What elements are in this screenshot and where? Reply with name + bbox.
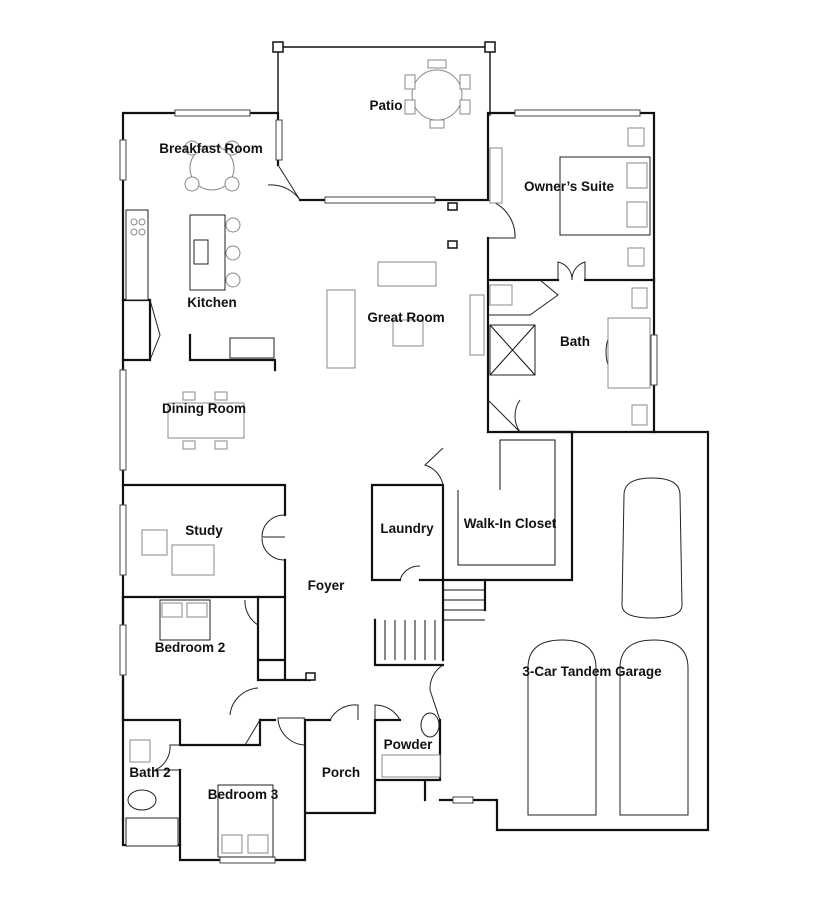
label-bath-2: Bath 2 xyxy=(129,765,170,780)
windows xyxy=(119,109,658,864)
label-breakfast-room: Breakfast Room xyxy=(159,141,263,156)
label-bedroom-3: Bedroom 3 xyxy=(208,787,279,802)
garage-cars xyxy=(527,477,689,816)
room-labels: Patio Breakfast Room Owner’s Suite Kitch… xyxy=(129,98,662,802)
label-study: Study xyxy=(185,523,223,538)
label-porch: Porch xyxy=(322,765,360,780)
label-dining-room: Dining Room xyxy=(162,401,246,416)
label-garage: 3-Car Tandem Garage xyxy=(522,664,662,679)
label-owners-suite: Owner’s Suite xyxy=(524,179,615,194)
furniture xyxy=(125,59,689,858)
label-patio: Patio xyxy=(369,98,402,113)
stairs xyxy=(384,589,485,660)
label-walk-in-closet: Walk-In Closet xyxy=(464,516,557,531)
label-foyer: Foyer xyxy=(308,578,346,593)
posts xyxy=(272,41,496,681)
label-bath: Bath xyxy=(560,334,590,349)
label-bedroom-2: Bedroom 2 xyxy=(155,640,226,655)
label-laundry: Laundry xyxy=(380,521,434,536)
label-powder: Powder xyxy=(384,737,434,752)
label-kitchen: Kitchen xyxy=(187,295,237,310)
label-great-room: Great Room xyxy=(367,310,444,325)
doors xyxy=(149,164,586,771)
patio-table xyxy=(404,59,471,129)
